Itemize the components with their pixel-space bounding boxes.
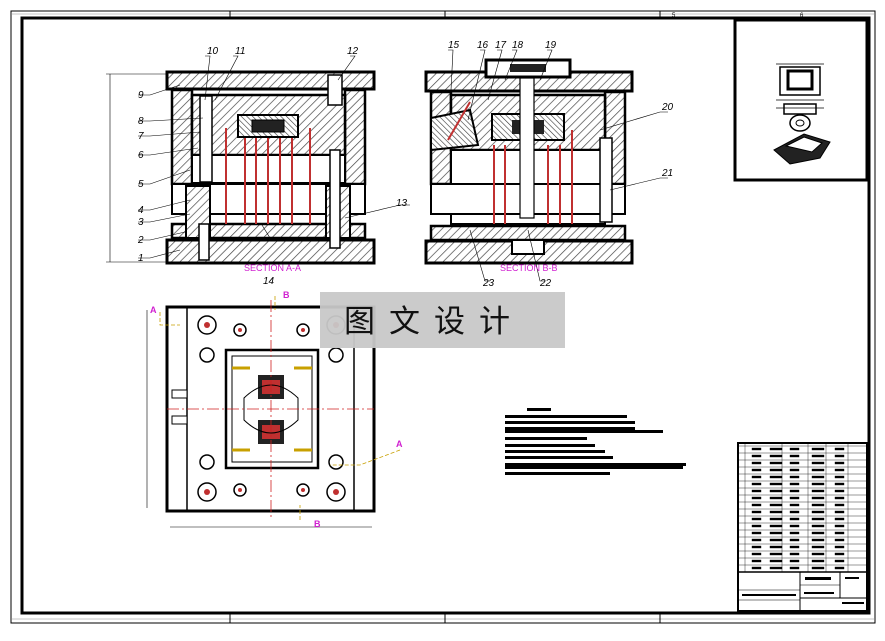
section-a-a-label: SECTION A-A (244, 263, 301, 273)
callout-label: 13 (396, 198, 408, 209)
callout-label: 6 (138, 150, 144, 161)
cut-marker-a: A (150, 305, 157, 315)
callout-label: 21 (661, 168, 673, 179)
callout-label: 16 (477, 40, 489, 51)
callout-label: 20 (661, 102, 674, 113)
section-b-b-view: SECTION B-B (424, 49, 668, 282)
callout-label: 19 (545, 40, 557, 51)
part-preview-box (733, 18, 869, 182)
callout-label: 2 (137, 235, 144, 246)
zone-number: 5 (672, 13, 676, 19)
callout-label: 9 (138, 90, 144, 101)
callout-label: 14 (263, 276, 275, 287)
callout-label: 11 (235, 46, 245, 57)
callout-label: 3 (138, 217, 144, 228)
technical-notes (505, 408, 686, 475)
cut-marker-b: B (314, 519, 321, 529)
callout-label: 18 (512, 40, 524, 51)
section-b-b-label: SECTION B-B (500, 263, 558, 273)
callout-label: 22 (539, 278, 552, 289)
callout-label: 23 (482, 278, 495, 289)
title-block (737, 442, 868, 612)
section-a-a-view: SECTION A-A (106, 55, 410, 273)
callout-label: 4 (138, 205, 144, 216)
cut-marker-a: A (396, 439, 403, 449)
callout-label: 1 (138, 253, 144, 264)
watermark: 图文设计 (320, 292, 565, 348)
callouts-section-b: 15 16 17 18 19 20 21 22 23 (448, 40, 674, 289)
callout-label: 17 (495, 40, 507, 51)
watermark-text: 图文设计 (344, 304, 524, 340)
cut-marker-b: B (283, 290, 290, 300)
callout-label: 12 (347, 46, 359, 57)
callout-label: 5 (138, 179, 144, 190)
callouts-section-a: 1 2 3 4 5 6 7 8 9 10 11 12 13 14 (137, 46, 408, 287)
zone-number: 6 (800, 13, 804, 19)
callout-label: 10 (207, 46, 219, 57)
callout-label: 15 (448, 40, 460, 51)
callout-label: 8 (138, 116, 144, 127)
callout-label: 7 (138, 131, 144, 142)
